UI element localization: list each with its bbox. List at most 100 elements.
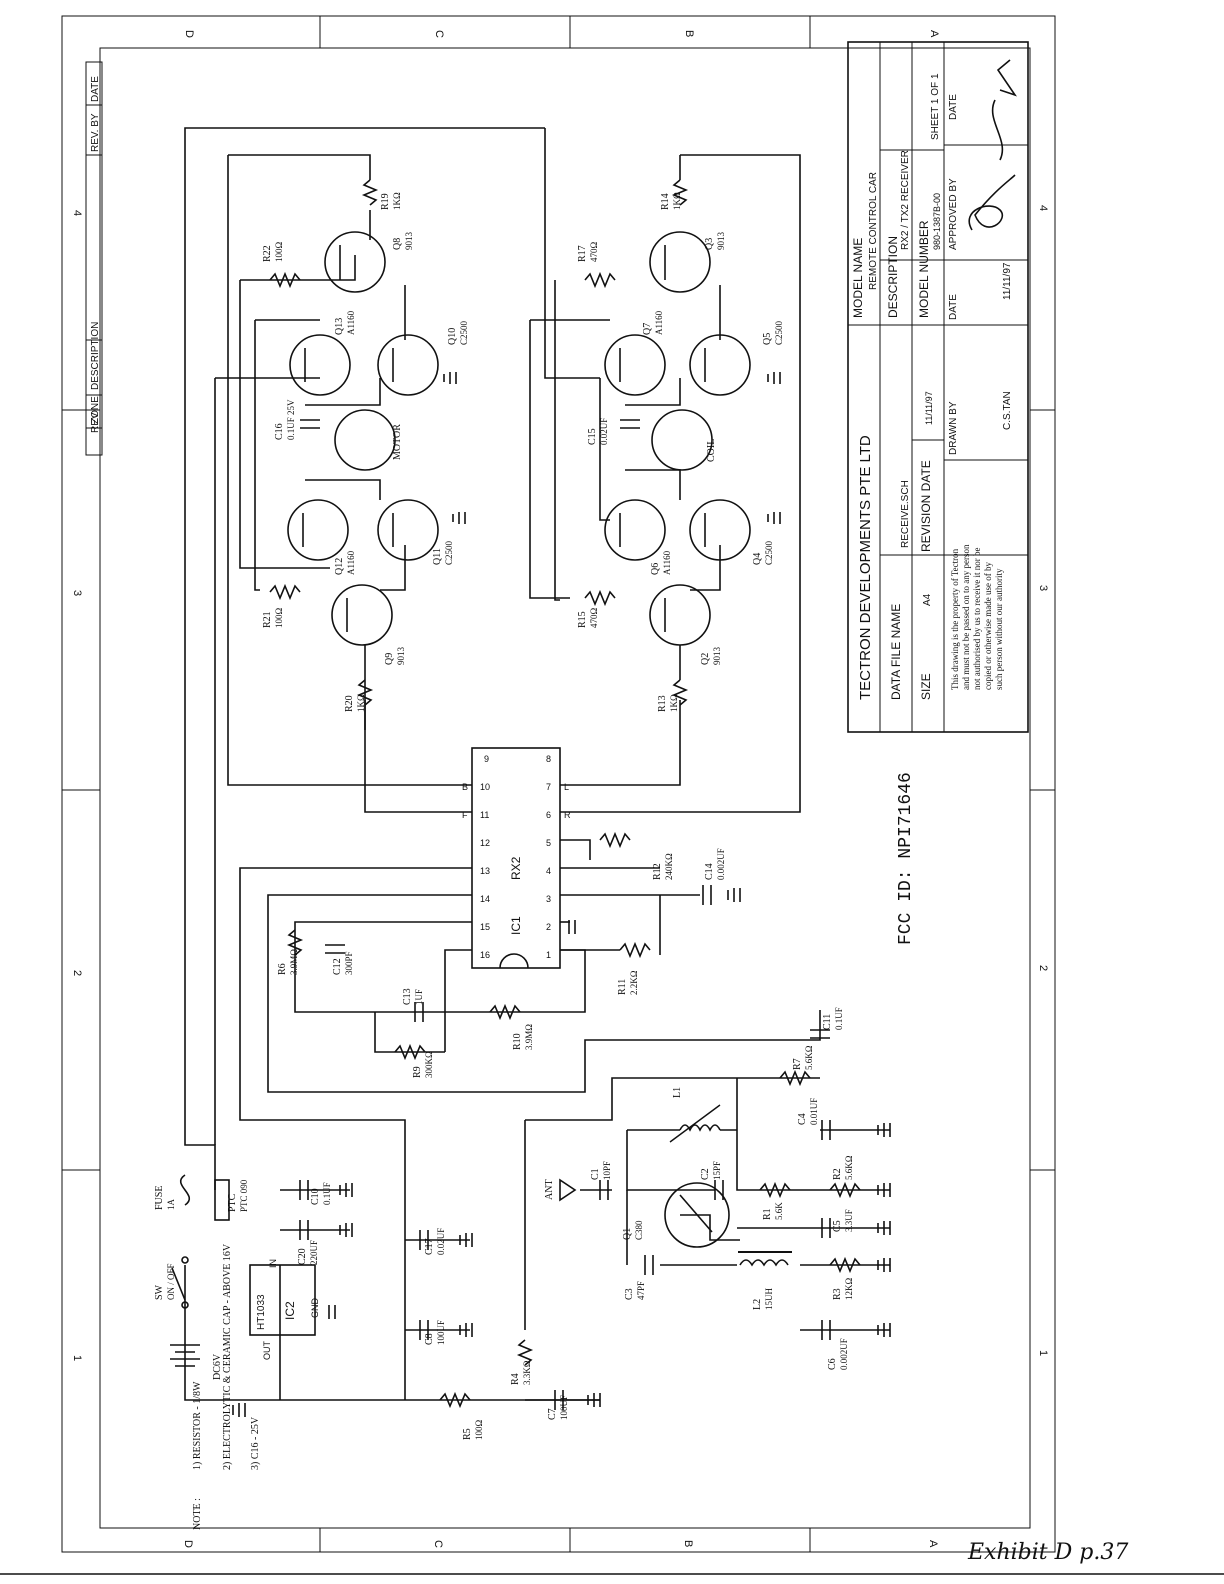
c20-symbol (299, 1220, 309, 1240)
ic1-pin-name-r: R (564, 810, 571, 820)
q3-symbol (649, 231, 711, 293)
c10-symbol (299, 1180, 309, 1200)
r12-symbol (599, 831, 631, 849)
c20-value-label: 220UF (309, 1240, 319, 1265)
r10-symbol (489, 1003, 521, 1021)
c14-value-label: 0.002UF (716, 848, 726, 880)
q7-symbol (604, 334, 666, 396)
battery-symbol (170, 1344, 200, 1367)
zone-bottom-a: A (927, 1540, 939, 1548)
zone-right-1: 1 (1037, 1350, 1049, 1356)
note-1: 1) RESISTOR - 1/8W (192, 1381, 203, 1470)
ic2-symbol (249, 1264, 316, 1336)
r20-ref-label: R20 (344, 695, 355, 712)
c8-symbol (419, 1320, 429, 1340)
zone-top-c: C (433, 30, 445, 38)
motor-symbol (334, 409, 396, 471)
q10-ref-label: Q10 (447, 328, 458, 345)
motor-ref-label: MOTOR (392, 424, 403, 460)
c7-symbol (554, 1390, 564, 1410)
r22-value-label: 100Ω (274, 242, 284, 263)
grounds (232, 372, 891, 1417)
ic1-pin-name-f: F (462, 810, 468, 820)
c4-value-label: 0.01UF (809, 1098, 819, 1125)
c17-ref-label: C17 (424, 1238, 435, 1255)
ic1-pin-5: 5 (546, 838, 551, 848)
zone-bottom-c: C (432, 1540, 444, 1548)
r2-value-label: 5.6KΩ (844, 1155, 854, 1180)
switch-symbol[interactable] (171, 1256, 189, 1309)
notice-line-2: and must not be passed on to any person (961, 544, 971, 690)
q2-value-label: 9013 (712, 647, 722, 666)
zone-right-4: 4 (1037, 205, 1049, 211)
r15-symbol (584, 589, 616, 607)
r1-value-label: 5.6K (774, 1202, 784, 1220)
r12-ref-label: R12 (652, 863, 663, 880)
c7-ref-label: C7 (547, 1408, 558, 1420)
ic1-pin-6: 6 (546, 810, 551, 820)
dc6v-ref-label: DC6V (212, 1353, 223, 1380)
fuse-value-label: 1A (166, 1199, 176, 1211)
r21-ref-label: R21 (262, 611, 273, 628)
c15-ref-label: C15 (587, 428, 598, 445)
ic1-pin-14: 14 (480, 894, 490, 904)
notice-line-1: This drawing is the property of Tectron (950, 548, 960, 690)
r19-symbol (361, 179, 379, 206)
ic1-pin-2: 2 (546, 922, 551, 932)
q5-value-label: C2500 (774, 320, 784, 345)
ic2-in: IN (268, 1259, 278, 1268)
r3-symbol (829, 1256, 861, 1274)
ic1-pin-8: 8 (546, 754, 551, 764)
ic1-pin-9: 9 (484, 754, 489, 764)
zone-top-d: D (183, 30, 195, 38)
ic1-pin-10: 10 (480, 782, 490, 792)
q3-value-label: 9013 (716, 232, 726, 251)
model-number: 980-1387B-00 (932, 193, 942, 250)
drawn-by-label: DRAWN BY (948, 401, 959, 455)
q9-symbol (331, 584, 393, 646)
ic1-rx2: RX2 IC1 9 10 11 12 13 14 15 16 8 7 6 5 4… (462, 747, 571, 969)
r20-value-label: 1KΩ (356, 694, 366, 712)
r13-value-label: 1KΩ (669, 694, 679, 712)
r17-ref-label: R17 (577, 245, 588, 262)
q12-value-label: A1160 (346, 550, 356, 575)
r6-value-label: 3.9MΩ (289, 949, 299, 975)
q11-value-label: C2500 (444, 540, 454, 565)
r7-symbol (779, 1069, 811, 1087)
model-name: REMOTE CONTROL CAR (868, 172, 879, 290)
r9-symbol (394, 1043, 426, 1061)
data-file-label: DATA FILE NAME (889, 604, 903, 700)
c17-value-label: 0.02UF (436, 1228, 446, 1255)
q1-symbol (664, 1182, 730, 1248)
r10-value-label: 3.9MΩ (524, 1024, 534, 1050)
r6-symbol (286, 929, 304, 956)
ic2-out: OUT (262, 1341, 272, 1361)
r3-ref-label: R3 (832, 1288, 843, 1300)
r2-symbol (829, 1181, 861, 1199)
rev-by-label: REV. BY (90, 113, 101, 152)
approval-signature (968, 59, 1017, 231)
motor-and-coil (334, 409, 713, 471)
c16-ref-label: C16 (274, 423, 285, 440)
c6-symbol (821, 1320, 831, 1340)
q10-symbol (377, 334, 439, 396)
size-label: SIZE (919, 673, 933, 700)
c3-symbol (644, 1255, 654, 1275)
zone-left-2: 2 (71, 970, 83, 976)
q7-ref-label: Q7 (642, 323, 653, 335)
c4-symbol (821, 1120, 831, 1140)
q12-symbol (287, 499, 349, 561)
l2-symbol (739, 1259, 789, 1267)
r2-ref-label: R2 (832, 1168, 843, 1180)
q5-ref-label: Q5 (762, 333, 773, 345)
c6-value-label: 0.002UF (839, 1338, 849, 1370)
r11-symbol (619, 941, 651, 959)
ic1-ref: IC1 (509, 916, 523, 935)
wiring (184, 127, 890, 1401)
r14-value-label: 1KΩ (672, 192, 682, 210)
q11-symbol (377, 499, 439, 561)
ptc-value-label: PTC 090 (239, 1179, 249, 1212)
model-number-label: MODEL NUMBER (917, 220, 931, 318)
zone-left-3: 3 (71, 590, 83, 596)
fuse-symbol (179, 1174, 191, 1206)
